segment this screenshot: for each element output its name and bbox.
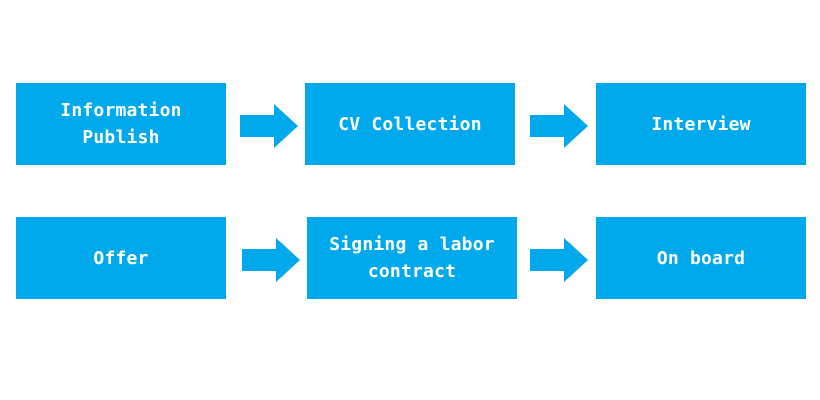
step-label: Information Publish <box>60 100 182 148</box>
right-arrow-icon <box>530 104 588 148</box>
step-label: Offer <box>93 247 149 269</box>
step-cv-collection: CV Collection <box>305 83 515 165</box>
step-signing-labor-contract: Signing a labor contract <box>307 217 517 299</box>
step-label: On board <box>656 247 746 269</box>
right-arrow-icon <box>530 238 588 282</box>
step-information-publish: Information Publish <box>16 83 226 165</box>
right-arrow-icon <box>240 104 298 148</box>
step-label: Interview <box>651 113 751 135</box>
step-label: Signing a labor contract <box>329 234 495 282</box>
step-offer: Offer <box>16 217 226 299</box>
right-arrow-icon <box>242 238 300 282</box>
step-interview: Interview <box>596 83 806 165</box>
step-on-board: On board <box>596 217 806 299</box>
step-label: CV Collection <box>338 113 482 135</box>
